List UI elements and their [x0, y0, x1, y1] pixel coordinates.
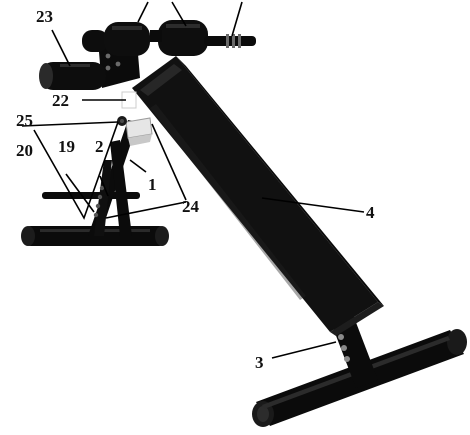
callout-2: 2 [95, 137, 104, 156]
rear-support-legs [88, 120, 138, 236]
leader-24-up [151, 123, 187, 201]
cross-bar [42, 192, 140, 199]
leader-4 [261, 197, 365, 213]
leader-3 [271, 341, 337, 359]
callout-1: 1 [148, 175, 157, 194]
callout-19: 19 [58, 137, 75, 156]
leader-24 [105, 201, 187, 219]
leader-top-2 [171, 1, 187, 27]
callout-24: 24 [182, 197, 200, 216]
leader-1 [129, 159, 147, 173]
leader-25-down [33, 121, 119, 220]
silver-bracket [125, 117, 153, 146]
adjustment-holes [93, 185, 105, 218]
leader-top-1 [137, 1, 149, 23]
upper-foam-rollers [104, 20, 256, 56]
leader-25 [21, 121, 119, 127]
callout-4: 4 [366, 203, 375, 222]
leader-lines [21, 1, 365, 359]
callout-23: 23 [36, 7, 53, 26]
callout-3: 3 [255, 353, 264, 372]
callout-20: 20 [16, 141, 33, 160]
callout-22: 22 [52, 91, 69, 110]
callout-25: 25 [16, 111, 33, 130]
leg-hold-rollers [39, 30, 108, 90]
leader-top-3 [231, 1, 243, 37]
leader-2 [99, 175, 109, 197]
callout-labels: 23 22 25 19 2 20 1 24 4 3 [16, 7, 375, 372]
bench-illustration [21, 20, 467, 427]
lock-knob [117, 116, 127, 126]
backrest-pad [132, 56, 384, 336]
leader-19 [65, 173, 95, 213]
leader-23 [51, 29, 71, 67]
